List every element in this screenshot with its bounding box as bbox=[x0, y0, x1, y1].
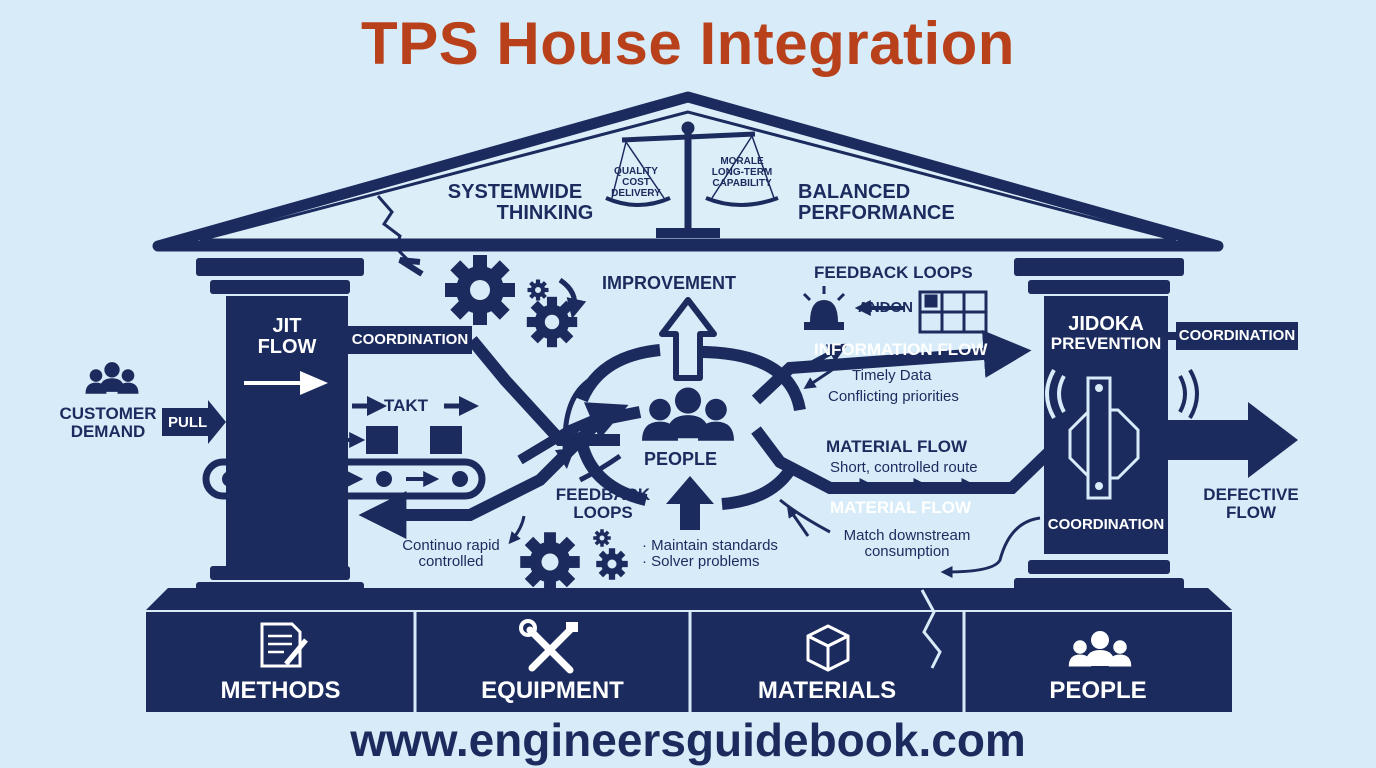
alarm-light-icon bbox=[802, 286, 846, 330]
feedback-line2: LOOPS bbox=[573, 502, 633, 522]
foundation-methods: METHODS bbox=[220, 677, 341, 704]
bullet-maintain-standards: Maintain standards bbox=[651, 537, 778, 554]
andon-label: ANDON bbox=[858, 299, 913, 316]
wip-boxes bbox=[238, 426, 462, 454]
coordination-arrow bbox=[1145, 322, 1176, 350]
continuous-note: Continuo rapid controlled bbox=[386, 538, 516, 570]
balanced-performance-label: BALANCED PERFORMANCE bbox=[798, 182, 955, 224]
coordination-left-label: COORDINATION bbox=[351, 331, 469, 348]
scale-right-labels: MORALE LONG-TERM CAPABILITY bbox=[706, 156, 778, 189]
scale-left-labels: QUALITY COST DELIVERY bbox=[606, 166, 666, 199]
scale-quality: QUALITY bbox=[614, 166, 658, 177]
material-sub2-line2: consumption bbox=[864, 542, 950, 560]
jit-line2: FLOW bbox=[257, 336, 317, 358]
pull-arrow bbox=[162, 400, 226, 444]
scale-morale: MORALE bbox=[720, 156, 764, 167]
takt-label: TAKT bbox=[384, 396, 429, 415]
material-sub1: Short, controlled route bbox=[830, 459, 978, 476]
footer-url: www.engineersguidebook.com bbox=[350, 714, 1026, 766]
feedback-arrow bbox=[666, 476, 714, 530]
scale-capability: CAPABILITY bbox=[712, 178, 772, 189]
coordination-right-pillar: COORDINATION bbox=[1047, 516, 1165, 533]
improvement-arrow bbox=[659, 297, 717, 381]
systemwide-thinking-label: SYSTEMWIDE THINKING bbox=[400, 182, 630, 224]
jit-flow-title: JIT FLOW bbox=[226, 316, 348, 358]
material-flow-2-label: MATERIAL FLOW bbox=[830, 498, 972, 517]
people-icon bbox=[85, 362, 139, 394]
box-icon bbox=[806, 624, 850, 672]
systemwide-line1: SYSTEMWIDE bbox=[447, 181, 583, 203]
info-timely-data: Timely Data bbox=[852, 367, 932, 384]
foundation-materials: MATERIALS bbox=[757, 677, 897, 704]
coordination-box bbox=[1176, 322, 1298, 350]
customer-line2: DEMAND bbox=[70, 421, 146, 441]
jidoka-line1: JIDOKA bbox=[1068, 313, 1144, 335]
foundation-people: PEOPLE bbox=[1049, 677, 1147, 704]
systemwide-line2: THINKING bbox=[496, 202, 594, 224]
note-line2: controlled bbox=[418, 552, 484, 570]
scale-long-term: LONG-TERM bbox=[711, 167, 773, 178]
defective-flow-label: DEFECTIVE FLOW bbox=[1188, 486, 1314, 522]
foundation bbox=[146, 588, 1232, 712]
center-bullets: · Maintain standards · Solver problems bbox=[642, 537, 778, 570]
document-icon bbox=[260, 622, 308, 668]
jidoka-prevention-title: JIDOKA PREVENTION bbox=[1044, 314, 1168, 353]
coordination-box bbox=[348, 326, 472, 354]
scale-icon bbox=[605, 121, 779, 238]
gear-icon bbox=[593, 529, 611, 547]
defective-line1: DEFECTIVE bbox=[1203, 485, 1299, 504]
note-line1: Continuo rapid bbox=[402, 537, 500, 554]
material-flow-1-label: MATERIAL FLOW bbox=[826, 437, 968, 456]
feedback-loops-right: FEEDBACK LOOPS bbox=[814, 263, 973, 282]
tools-icon bbox=[519, 619, 578, 674]
balanced-line2: PERFORMANCE bbox=[798, 202, 955, 224]
people-center-label: PEOPLE bbox=[644, 449, 718, 469]
scale-cost: COST bbox=[622, 177, 650, 188]
scale-delivery: DELIVERY bbox=[611, 188, 661, 199]
stop-gate-icon bbox=[1045, 368, 1298, 500]
material-sub2-line1: Match downstream bbox=[843, 527, 971, 544]
gear-icon bbox=[520, 532, 580, 592]
defective-line2: FLOW bbox=[1225, 502, 1277, 522]
information-flow-label: INFORMATION FLOW bbox=[814, 340, 988, 359]
page-title: TPS House Integration bbox=[361, 10, 1015, 77]
material-sub2: Match downstream consumption bbox=[832, 528, 982, 560]
andon-board-icon bbox=[918, 290, 988, 334]
flow-paths bbox=[358, 257, 1250, 578]
conveyor-icon bbox=[202, 458, 486, 500]
gear-icon bbox=[596, 548, 628, 580]
improvement-label: IMPROVEMENT bbox=[602, 273, 737, 293]
gear-icon bbox=[445, 255, 515, 325]
jit-pillar bbox=[196, 258, 364, 602]
coordination-outer-label: COORDINATION bbox=[1178, 327, 1296, 344]
info-conflicting: Conflicting priorities bbox=[828, 388, 959, 405]
people-icon bbox=[642, 387, 734, 441]
gear-icon bbox=[527, 279, 549, 301]
foundation-equipment: EQUIPMENT bbox=[481, 677, 624, 704]
bullet-solver-problems: Solver problems bbox=[651, 552, 760, 570]
feedback-loops-center: FEEDBACK LOOPS bbox=[548, 486, 658, 522]
jit-line1: JIT bbox=[272, 315, 302, 337]
jidoka-line2: PREVENTION bbox=[1050, 334, 1162, 353]
pull-label: PULL bbox=[168, 414, 208, 431]
customer-line1: CUSTOMER bbox=[59, 404, 157, 423]
balanced-line1: BALANCED bbox=[798, 181, 911, 203]
gear-icon bbox=[526, 296, 578, 348]
customer-demand-label: CUSTOMER DEMAND bbox=[52, 405, 164, 441]
feedback-line1: FEEDBACK bbox=[555, 485, 651, 504]
central-loop bbox=[574, 344, 806, 510]
